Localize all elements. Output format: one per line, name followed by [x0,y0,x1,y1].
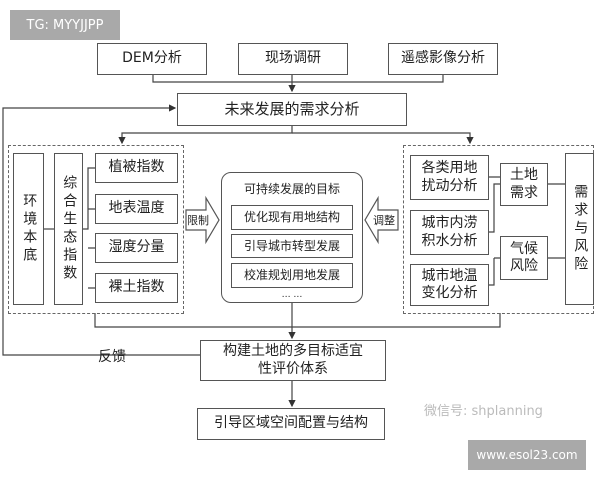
goals-box [221,172,363,303]
evaluation-box: 构建土地的多目标适宜性评价体系 [200,340,386,381]
goal-item: 校准规划用地发展 [231,263,353,288]
environment-base: 环境本底 [13,153,44,305]
site-watermark: www.esol23.com [468,440,586,470]
factor-land-demand: 土地需求 [500,163,548,206]
goals-title: 可持续发展的目标 [243,182,340,196]
index-item: 植被指数 [95,153,178,183]
goal-item: 引导城市转型发展 [231,234,353,258]
analysis-item: 城市地温变化分析 [410,264,489,306]
index-item: 裸土指数 [95,273,178,303]
analysis-item: 城市内涝积水分析 [410,210,489,255]
input-dem: DEM分析 [97,43,207,75]
output-box: 引导区域空间配置与结构 [197,408,385,440]
demand-analysis-box: 未来发展的需求分析 [177,93,407,126]
wechat-watermark: 微信号: shplanning [424,404,543,419]
input-remote-sensing: 遥感影像分析 [388,43,498,75]
demand-risk: 需求与风险 [565,153,594,305]
goals-more: … … [281,290,303,300]
limit-arrow [185,195,399,245]
analysis-item: 各类用地扰动分析 [410,155,489,200]
index-item: 地表温度 [95,194,178,224]
factor-climate-risk: 气候风险 [500,236,548,280]
feedback-label: 反馈 [98,349,126,365]
ecological-index: 综合生态指数 [54,153,83,305]
adjust-label: 调整 [373,214,395,227]
input-field-survey: 现场调研 [238,43,348,75]
index-item: 湿度分量 [95,233,178,263]
limit-label: 限制 [187,214,209,227]
goal-item: 优化现有用地结构 [231,205,353,230]
left-group [8,145,184,314]
tg-watermark: TG: MYYJJPP [10,10,120,40]
